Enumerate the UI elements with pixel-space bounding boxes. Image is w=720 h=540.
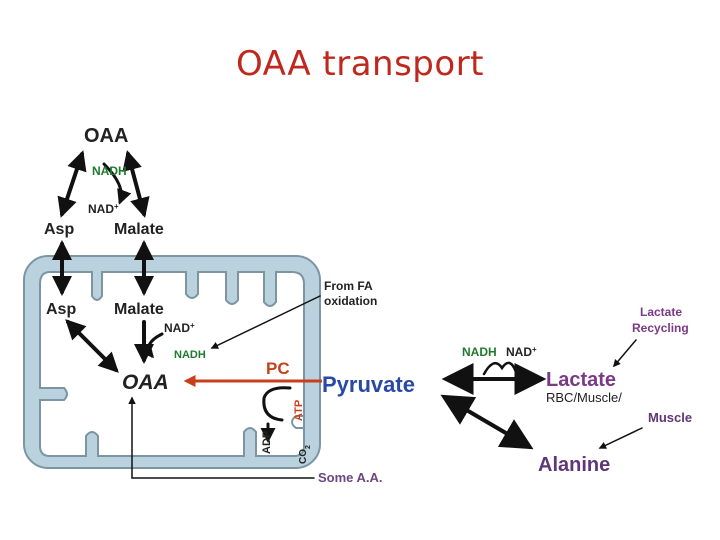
arrow-muscle-alanine — [600, 428, 642, 448]
nadh-matrix-label: NADH — [174, 349, 206, 361]
lactate-recycling-label-line1: Lactate — [640, 305, 682, 319]
malate-matrix-label: Malate — [114, 301, 164, 318]
arrow-oaa-malate-cytosol — [128, 154, 144, 214]
lactate-recycling-label-line2: Recycling — [632, 321, 689, 335]
nadh-ldh-label: NADH — [462, 345, 497, 359]
muscle-label: Muscle — [648, 410, 692, 425]
oaa-cytosol-label: OAA — [84, 125, 128, 147]
arrow-lactate-recycling — [614, 340, 636, 366]
asp-matrix-label: Asp — [46, 301, 76, 318]
oaa-matrix-label: OAA — [122, 371, 169, 394]
pyruvate-label: Pyruvate — [322, 372, 415, 397]
malate-cytosol-label: Malate — [114, 221, 164, 238]
asp-cytosol-label: Asp — [44, 221, 74, 238]
from-fa-label-line2: oxidation — [324, 294, 377, 308]
some-aa-label: Some A.A. — [318, 470, 383, 485]
mitochondrion-inner-membrane — [40, 272, 304, 456]
arrow-ldh-cofactor-cycle — [484, 363, 516, 374]
arrow-pyruvate-alanine — [446, 398, 528, 446]
nad-ldh-label: NAD+ — [506, 345, 537, 360]
nadh-cytosol-label: NADH — [92, 164, 127, 178]
lactate-sources-label: RBC/Muscle/ — [546, 390, 622, 405]
atp-label: ATP — [293, 400, 305, 421]
from-fa-label-line1: From FA — [324, 279, 373, 293]
nad-cytosol-label: NAD+ — [88, 202, 119, 217]
arrow-oaa-asp-cytosol — [62, 154, 82, 214]
adp-label: ADP — [261, 431, 273, 454]
pc-label: PC — [266, 359, 290, 378]
lactate-label: Lactate — [546, 369, 616, 391]
alanine-label: Alanine — [538, 454, 610, 476]
